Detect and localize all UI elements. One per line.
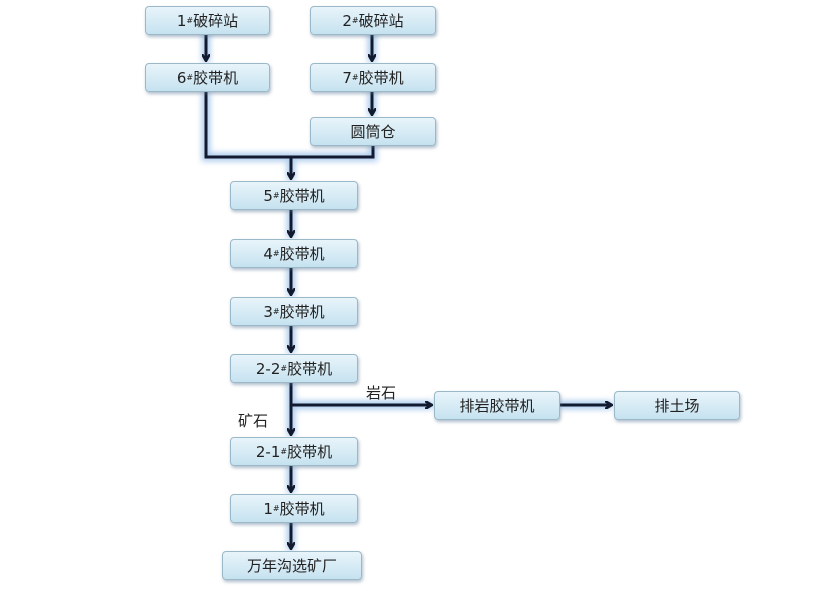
node-name: 胶带机 [358, 69, 404, 87]
node-name: 万年沟选矿厂 [246, 557, 337, 575]
node-waste-belt: 排岩胶带机 [434, 391, 560, 420]
node-sup: # [186, 73, 194, 82]
node-crusher-1: 1#破碎站 [145, 6, 270, 35]
node-name: 胶带机 [279, 187, 325, 205]
label-ore: 矿石 [238, 412, 269, 430]
node-num: 2-2 [255, 359, 281, 378]
node-crusher-2: 2#破碎站 [310, 6, 436, 35]
node-sup: # [272, 504, 280, 513]
node-num: 4 [263, 244, 273, 263]
node-belt-2-2: 2-2#胶带机 [230, 354, 358, 383]
node-name: 胶带机 [279, 245, 325, 263]
node-sup: # [272, 249, 280, 258]
node-dump: 排土场 [614, 391, 740, 420]
node-name: 圆筒仓 [350, 123, 396, 141]
node-sup: # [272, 307, 280, 316]
node-num: 1 [263, 499, 273, 518]
node-name: 排土场 [654, 397, 700, 415]
node-num: 3 [263, 302, 273, 321]
node-name: 排岩胶带机 [459, 397, 535, 415]
node-name: 胶带机 [287, 360, 333, 378]
node-name: 胶带机 [193, 69, 239, 87]
node-plant: 万年沟选矿厂 [222, 551, 362, 580]
node-name: 胶带机 [287, 443, 333, 461]
node-belt-4: 4#胶带机 [230, 239, 358, 268]
node-belt-2-1: 2-1#胶带机 [230, 437, 358, 466]
node-sup: # [272, 191, 280, 200]
node-num: 2 [342, 11, 352, 30]
node-sup: # [186, 16, 194, 25]
node-sup: # [351, 73, 359, 82]
node-belt-5: 5#胶带机 [230, 181, 358, 210]
node-belt-6: 6#胶带机 [145, 63, 270, 92]
node-belt-7: 7#胶带机 [310, 63, 436, 92]
node-belt-3: 3#胶带机 [230, 297, 358, 326]
node-sup: # [351, 16, 359, 25]
node-name: 胶带机 [279, 500, 325, 518]
label-rock: 岩石 [366, 384, 397, 402]
node-sup: # [280, 364, 288, 373]
node-num: 7 [342, 68, 352, 87]
node-num: 2-1 [255, 442, 281, 461]
node-name: 破碎站 [358, 12, 404, 30]
node-name: 破碎站 [193, 12, 239, 30]
node-num: 6 [176, 68, 187, 87]
node-sup: # [280, 447, 288, 456]
node-num: 1 [176, 11, 187, 30]
node-num: 5 [263, 186, 273, 205]
node-name: 胶带机 [279, 303, 325, 321]
node-silo: 圆筒仓 [310, 117, 436, 146]
node-belt-1: 1#胶带机 [230, 494, 358, 523]
